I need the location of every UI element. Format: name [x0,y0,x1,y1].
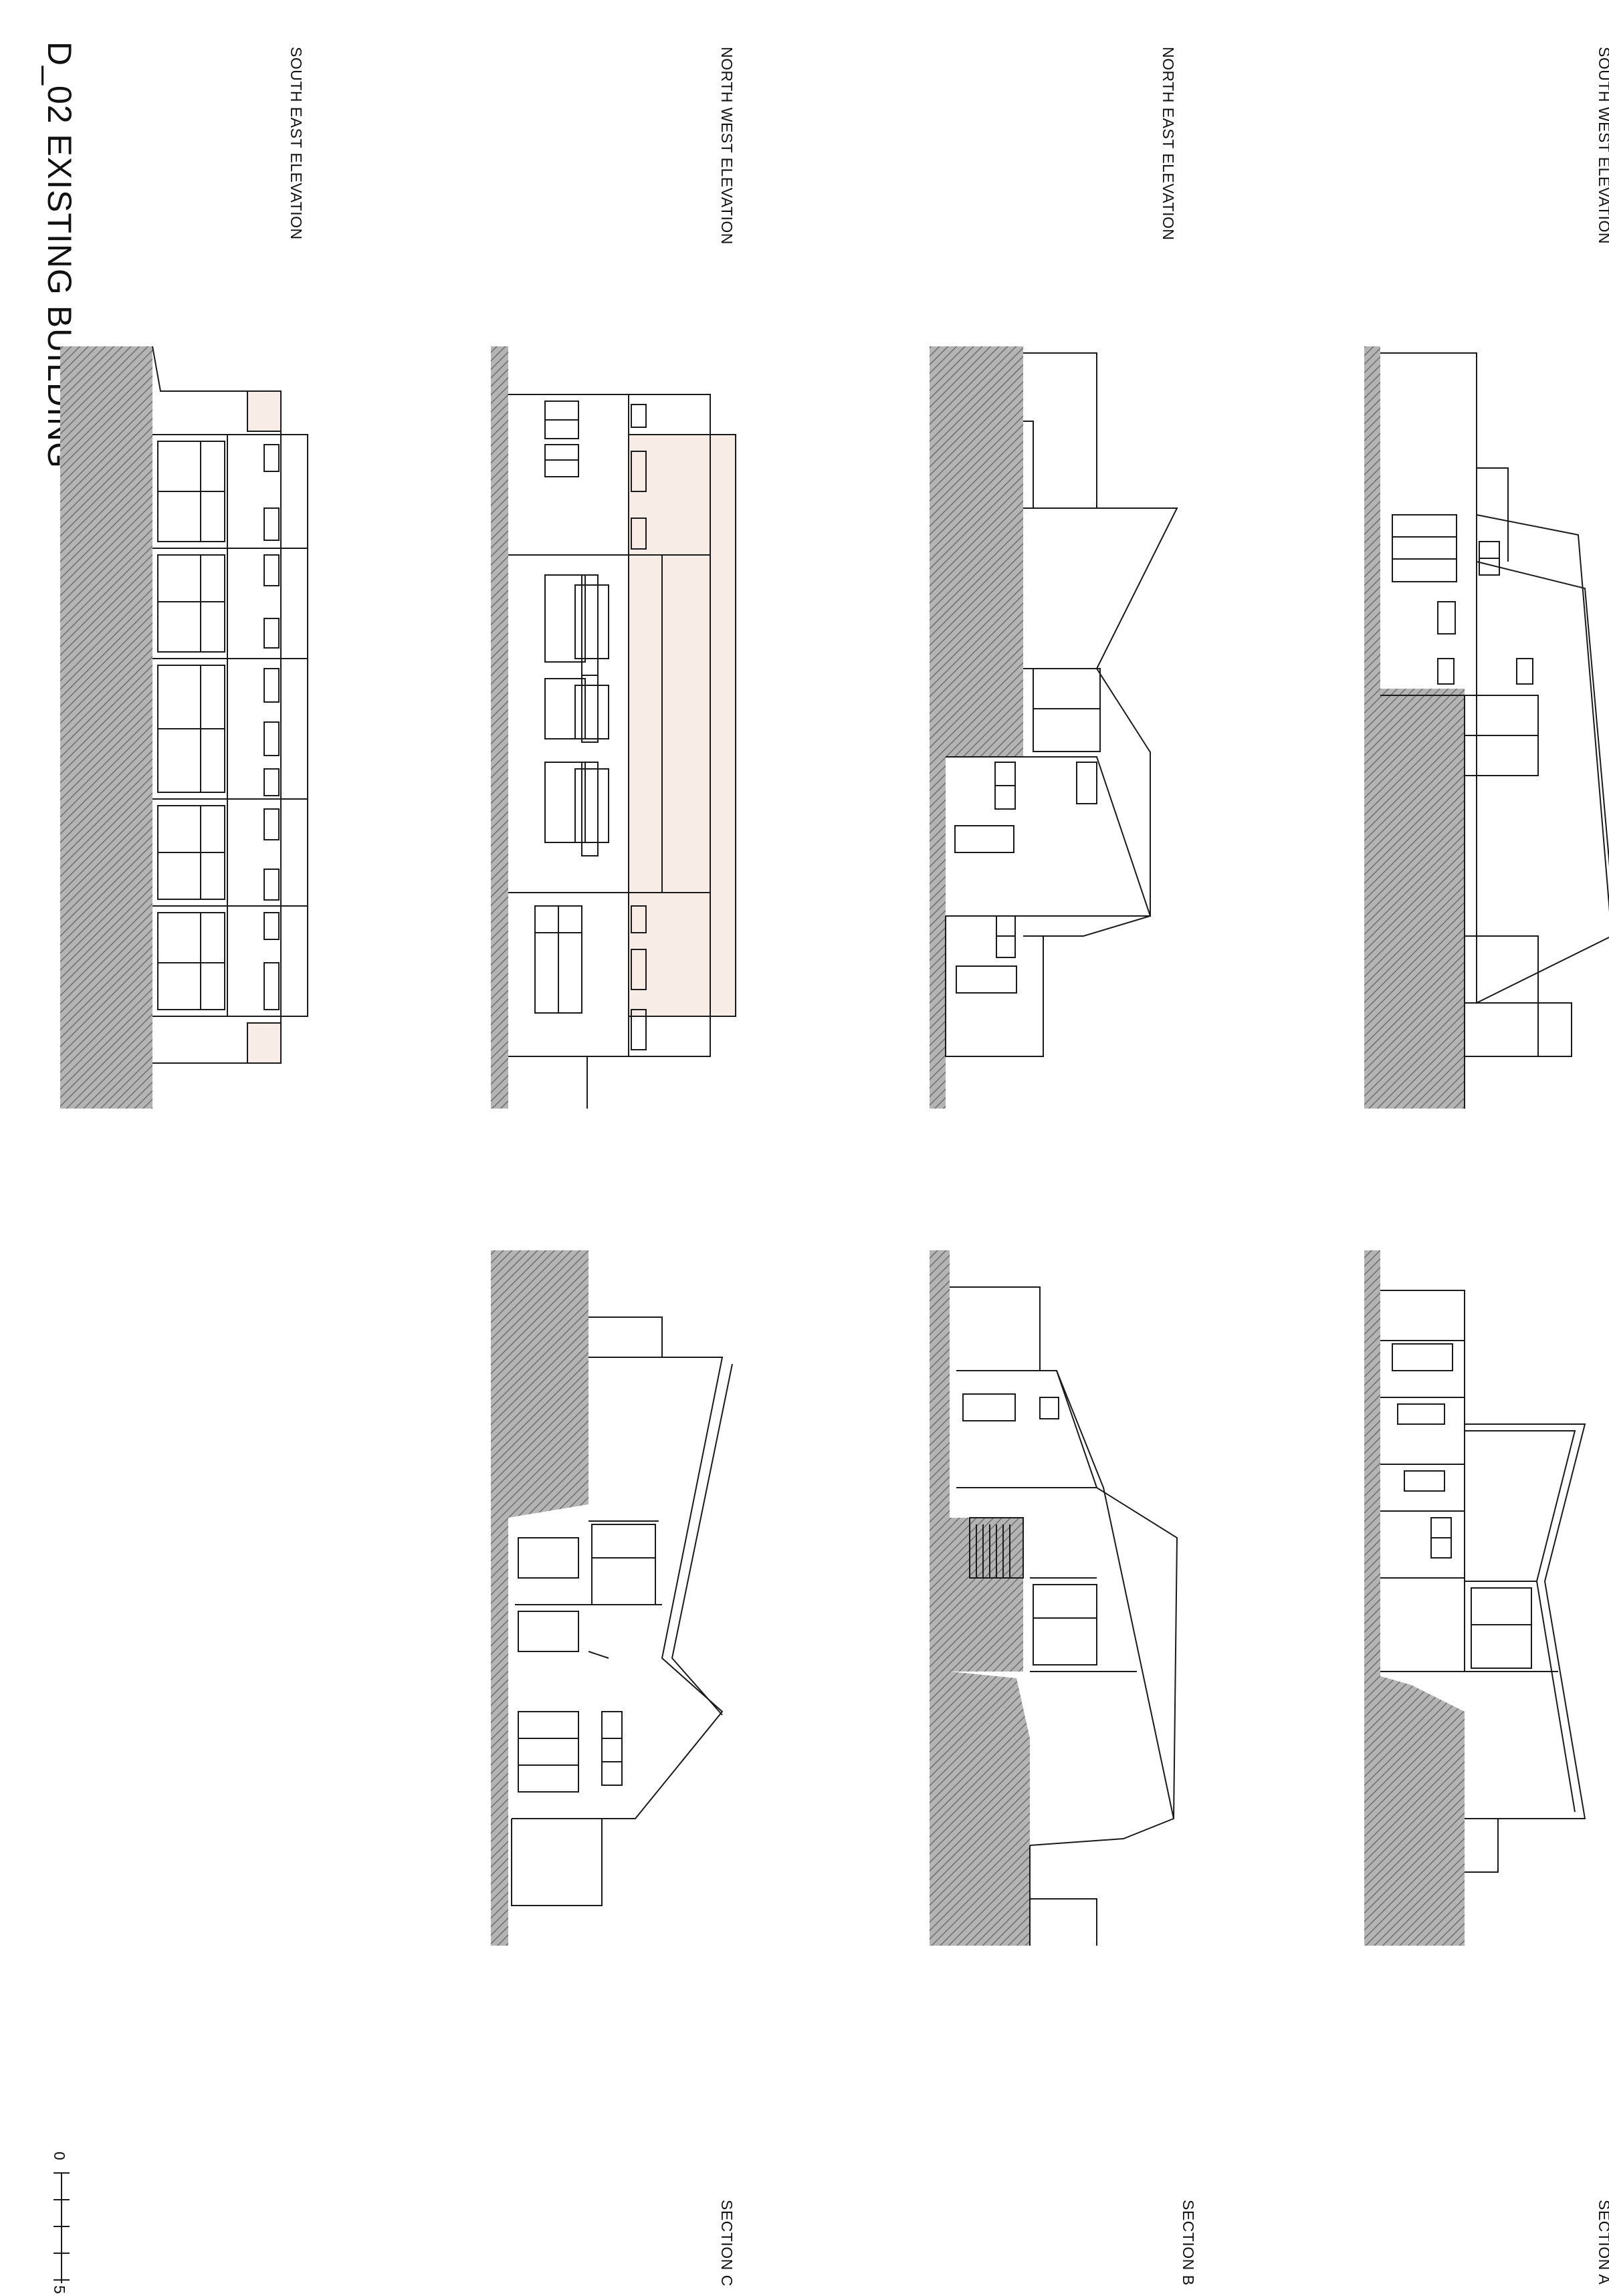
south-west-elevation-drawing [1364,346,1609,1109]
ground-hatch [60,346,152,1109]
section-b-drawing [930,1250,1178,1946]
ground-hatch [1364,689,1465,1109]
ground-hatch [930,1250,950,1946]
render-tint [628,434,736,1017]
render-tint [247,390,282,432]
ground-hatch [491,1250,588,1946]
ground-hatch [930,346,1023,757]
section-a-drawing [1364,1250,1586,1946]
ground-hatch [491,346,508,1109]
north-east-elevation-drawing [930,346,1178,1109]
north-west-elevation-drawing [491,346,736,1109]
section-c-drawing [491,1250,733,1946]
south-east-elevation-drawing [60,346,308,1109]
ground-hatch [950,1672,1030,1946]
render-tint [247,1022,282,1064]
ground-hatch [950,1518,1023,1672]
ground-hatch [1364,1672,1465,1946]
scale-bar [53,2172,70,2283]
ground-hatch [930,757,946,1109]
